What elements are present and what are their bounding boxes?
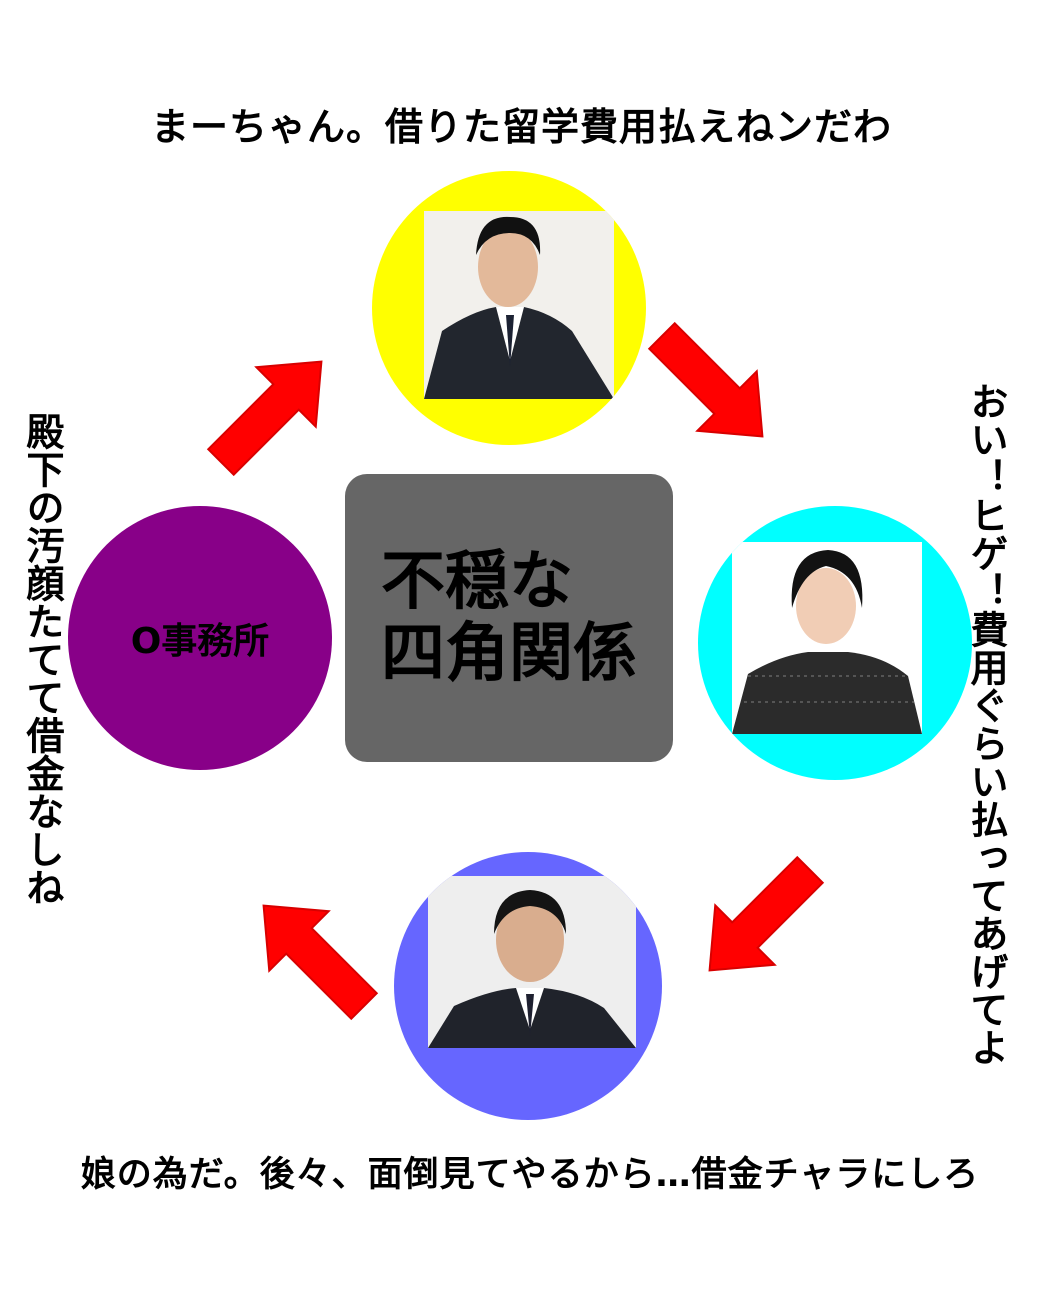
top-caption: まーちゃん。借りた留学費用払えねンだわ	[150, 105, 892, 149]
man-in-suit-photo-icon	[428, 876, 636, 1048]
right-person-node	[698, 506, 972, 780]
man-in-suit-photo-icon	[424, 211, 614, 399]
center-title-box: 不穏な 四角関係	[345, 474, 673, 762]
woman-in-black-dress-photo-icon	[732, 542, 922, 734]
center-title-line-2: 四角関係	[381, 617, 637, 691]
arrow-right-to-bottom	[708, 855, 825, 972]
bottom-person-node	[394, 852, 662, 1120]
center-title: 不穏な 四角関係	[381, 546, 637, 690]
arrow-left-to-top	[206, 360, 323, 477]
arrow-top-to-right	[647, 321, 764, 438]
left-caption: 殿下の汚顔たてて借金なしね	[20, 412, 64, 906]
top-person-node	[372, 171, 646, 445]
arrow-bottom-to-left	[262, 904, 379, 1021]
bottom-caption: 娘の為だ。後々、面倒見てやるから…借金チャラにしろ	[80, 1155, 980, 1195]
center-title-line-1: 不穏な	[381, 545, 573, 619]
left-agency-node: O事務所	[68, 506, 332, 770]
agency-label: O事務所	[130, 621, 270, 662]
